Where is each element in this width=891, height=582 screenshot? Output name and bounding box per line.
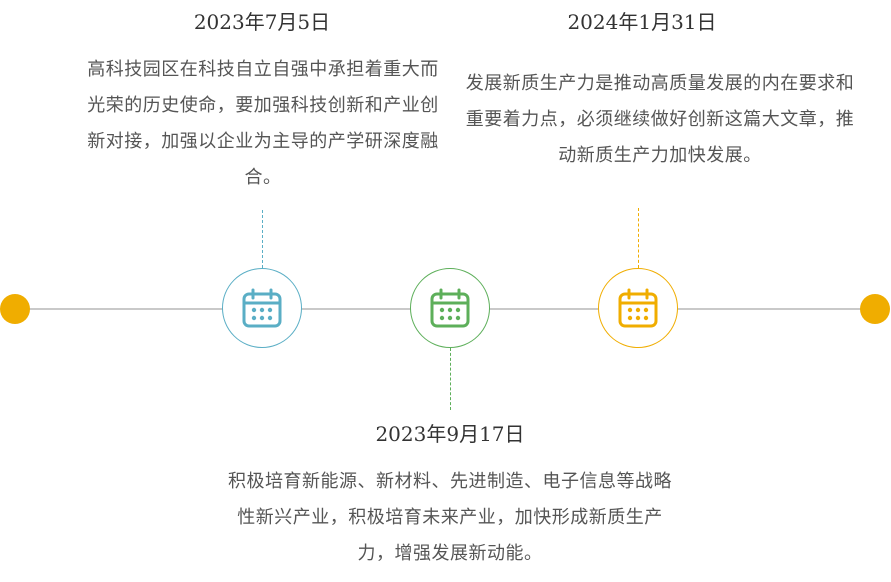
event-3-node: [598, 268, 678, 348]
calendar-icon: [242, 288, 282, 328]
calendar-icon: [618, 288, 658, 328]
event-3-description: 发展新质生产力是推动高质量发展的内在要求和重要着力点，必须继续做好创新这篇大文章…: [465, 73, 855, 166]
event-1-node: [222, 268, 302, 348]
calendar-icon: [430, 288, 470, 328]
event-2-date: 2023年9月17日: [375, 422, 525, 446]
event-2-description: 积极培育新能源、新材料、先进制造、电子信息等战略性新兴产业，积极培育未来产业，加…: [228, 471, 672, 564]
event-3-date: 2024年1月31日: [567, 10, 717, 34]
event-2-connector: [450, 348, 451, 410]
event-3-connector: [638, 208, 639, 268]
timeline-start-dot: [0, 294, 30, 324]
event-1-description: 高科技园区在科技自立自强中承担着重大而光荣的历史使命，要加强科技创新和产业创新对…: [87, 59, 439, 188]
event-1-connector: [262, 210, 263, 268]
event-1-date: 2023年7月5日: [193, 10, 331, 34]
event-2-node: [410, 268, 490, 348]
timeline-end-dot: [860, 294, 890, 324]
